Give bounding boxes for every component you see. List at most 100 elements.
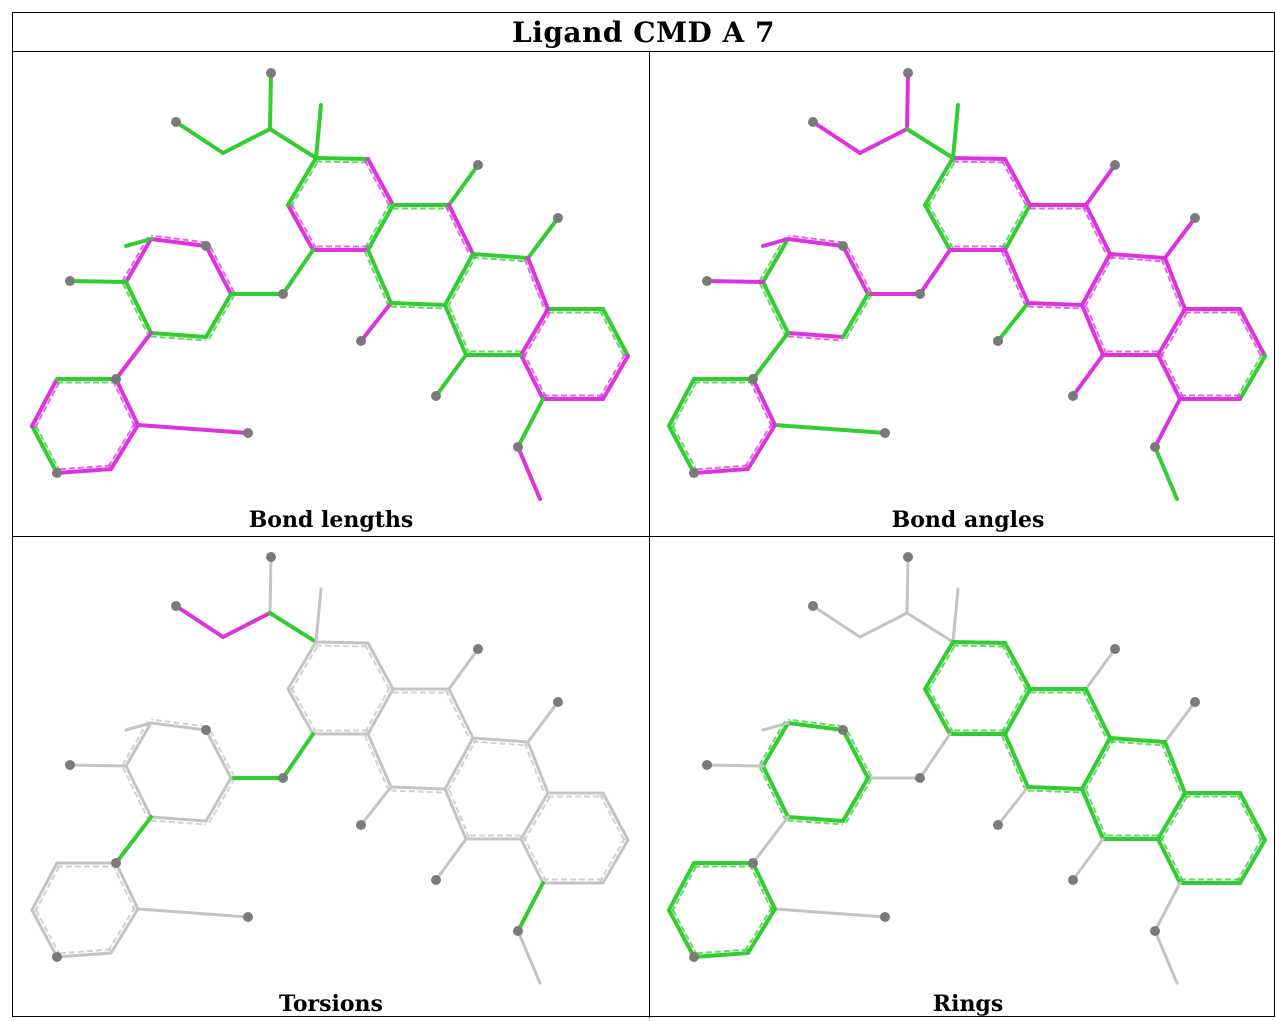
bond-dash-a16-a18 [1160, 258, 1183, 311]
bond-a40-a41 [773, 423, 887, 435]
bond-a40-a42 [109, 423, 140, 471]
bond-a4-a3 [858, 127, 909, 155]
bond-dash-a23-a18 [1160, 794, 1189, 842]
bond-a39-a40 [751, 861, 777, 911]
bond-a39-a40 [114, 861, 140, 911]
bond-dash-a36-a31 [845, 779, 872, 824]
bond-dash-a44-a45 [671, 380, 698, 429]
atom-a29 [513, 926, 523, 936]
figure-title: Ligand CMD A 7 [512, 15, 775, 49]
bond-a7-a8 [366, 157, 395, 207]
bond-a16-a17 [1163, 216, 1197, 260]
bond-a5-a6 [951, 587, 960, 644]
bond-dash-a34-a35 [758, 767, 786, 819]
atom-a43 [689, 468, 699, 478]
column-divider [649, 52, 650, 1018]
bond-dash-a7-a8 [364, 644, 391, 692]
molecule-bond-angles [667, 68, 1267, 501]
bond-a43-a44 [30, 908, 59, 959]
bond-dash-a15-a16 [472, 740, 528, 747]
bond-a24-a25 [434, 353, 468, 398]
bond-dash-a23-a18 [523, 310, 552, 358]
bond-a22-a23 [519, 837, 545, 885]
bond-dash-a10-a11 [927, 686, 954, 733]
bond-a20-a21 [1238, 838, 1267, 885]
panel-rings: Rings [650, 537, 1276, 1021]
bond-dash-a8-a9 [1001, 686, 1028, 733]
bond-dash-a20-a21 [1236, 353, 1263, 398]
bond-a11-a6 [286, 640, 318, 691]
bond-a32-a33 [786, 237, 845, 248]
atom-a25 [1068, 391, 1078, 401]
atom-a39 [748, 374, 758, 384]
bond-a35-a39 [114, 331, 153, 381]
atom-a43 [689, 952, 699, 962]
bond-a44-a45 [667, 377, 696, 428]
bond-a13-a15 [1084, 203, 1112, 256]
bond-dash-a35-a36 [150, 335, 206, 342]
bond-a8-a9 [366, 687, 395, 736]
bond-a3-a6 [905, 611, 955, 644]
atom-a38 [65, 760, 75, 770]
bond-dash-a39-a40 [748, 380, 773, 427]
bond-a35-a39 [751, 331, 790, 381]
bond-a7-a8 [1003, 641, 1032, 691]
bond-a5-a6 [314, 103, 323, 160]
bond-a11-a6 [923, 156, 955, 207]
bond-a36-a31 [204, 292, 233, 339]
atom-a41 [243, 428, 253, 438]
bond-a43-a44 [30, 424, 59, 475]
atom-a38 [65, 276, 75, 286]
bond-a9-a26 [1003, 732, 1030, 789]
bond-a20-a21 [601, 838, 630, 885]
bond-dash-a13-a15 [444, 690, 471, 740]
bond-dash-a39-a40 [748, 864, 773, 911]
bond-a34-a35 [124, 764, 153, 819]
bond-dash-a8-a9 [1001, 202, 1028, 249]
bond-a8-a9 [1003, 203, 1032, 252]
bond-a1-a4 [811, 604, 862, 639]
bond-a8-a9 [366, 203, 395, 252]
bond-dash-a31-a32 [208, 727, 235, 777]
bond-a10-a12 [918, 248, 952, 296]
bond-a16-a18 [526, 740, 550, 795]
bond-dash-a26-a28 [1027, 305, 1082, 310]
bond-dash-a32-a33 [151, 234, 207, 244]
bond-dash-a7-a8 [364, 160, 391, 208]
bond-dash-a43-a44 [671, 907, 698, 956]
bond-a6-a7 [314, 156, 370, 161]
bond-a34-a38 [68, 279, 128, 284]
bond-a16-a18 [526, 256, 550, 311]
bond-a11-a6 [923, 640, 955, 691]
bond-a13-a14 [1084, 163, 1117, 207]
bond-a19-a20 [1238, 307, 1267, 358]
bond-a40-a42 [746, 423, 777, 471]
bond-a24-a28 [1080, 787, 1105, 841]
bond-dash-a15-a16 [472, 256, 528, 263]
molecule-torsions [30, 552, 630, 985]
bond-a40-a42 [109, 907, 140, 955]
bond-dash-a40-a42 [744, 422, 773, 468]
bond-dash-a32-a33 [151, 718, 207, 728]
bond-a44-a45 [30, 377, 59, 428]
atom-a29 [1150, 926, 1160, 936]
bond-a22-a23 [1156, 353, 1182, 401]
bond-a1-a4 [174, 604, 225, 639]
bond-a43-a44 [667, 424, 696, 475]
bond-a19-a20 [601, 791, 630, 842]
bond-a34-a35 [124, 280, 153, 335]
bond-dash-a7-a8 [1001, 160, 1028, 208]
bond-a32-a33 [149, 237, 208, 248]
bond-a6-a7 [951, 156, 1007, 161]
bond-a24-a28 [1080, 303, 1105, 357]
bond-dash-a9-a26 [1000, 250, 1026, 305]
atom-a2 [266, 68, 276, 78]
bond-a15-a16 [471, 252, 530, 260]
bond-a13-a15 [447, 687, 475, 740]
bond-dash-a26-a28 [390, 305, 445, 310]
atom-a32 [201, 241, 211, 251]
bond-dash-a35-a36 [787, 335, 843, 342]
bond-a31-a32 [841, 728, 870, 780]
bond-a31-a32 [204, 244, 233, 296]
bond-a10-a12 [281, 248, 315, 296]
